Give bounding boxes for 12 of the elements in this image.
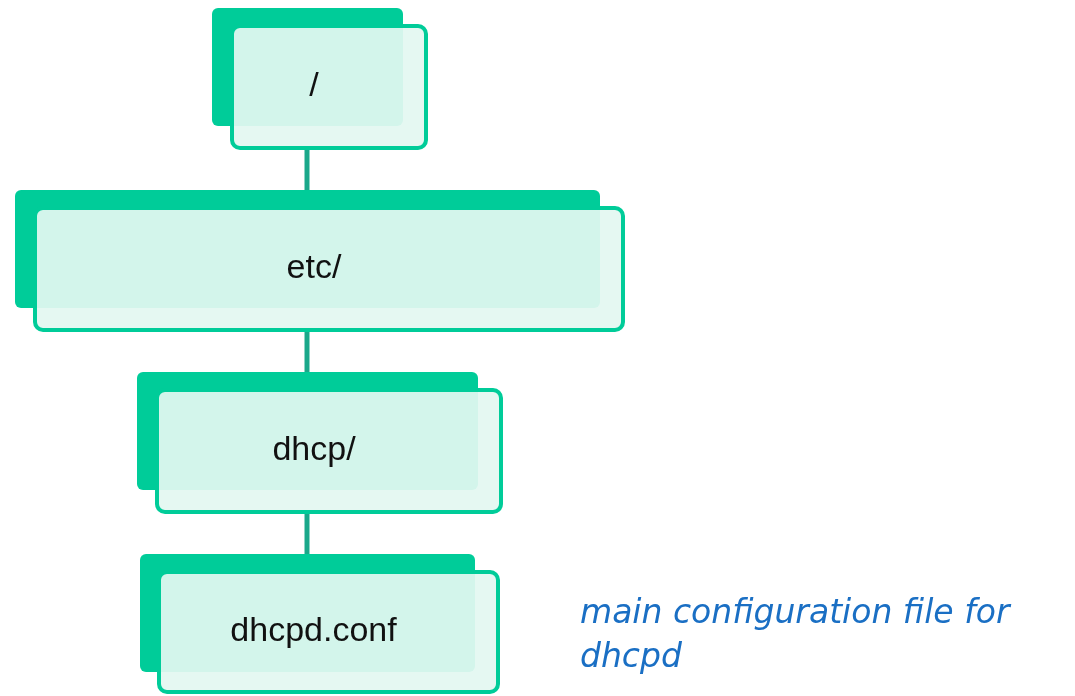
connector-line	[304, 514, 310, 554]
directory-label: dhcpd.conf	[230, 609, 397, 649]
connector-line	[304, 150, 310, 190]
connector-line	[304, 332, 310, 372]
directory-box	[140, 554, 500, 694]
directory-box	[137, 372, 503, 514]
directory-box	[212, 8, 428, 150]
directory-label: dhcp/	[272, 428, 356, 468]
directory-label: etc/	[286, 246, 342, 286]
directory-box	[15, 190, 625, 332]
directory-label: /	[309, 64, 319, 104]
note-text: main configuration file for dhcpd	[580, 591, 1013, 677]
